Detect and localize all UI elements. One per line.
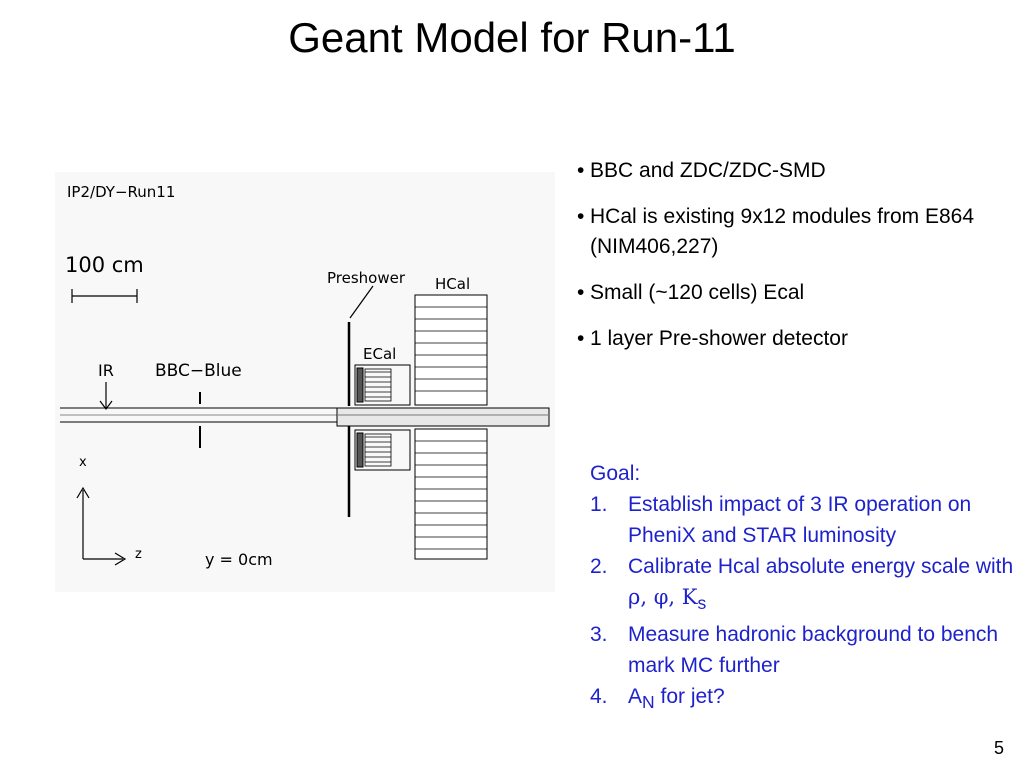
ecal-label: ECal — [363, 345, 396, 363]
axes-icon — [76, 486, 127, 566]
bullet-item: •BBC and ZDC/ZDC-SMD — [577, 159, 826, 182]
bullet-item: •Small (~120 cells) Ecal — [577, 281, 805, 304]
scale-bar — [71, 289, 138, 303]
preshower-label: Preshower — [327, 269, 406, 287]
geant-model-figure: IP2/DY−Run11 100 cm IR BBC−Blue Preshowe… — [55, 172, 555, 592]
slide-title: Geant Model for Run-11 — [288, 14, 736, 61]
goal-item: 3.Measure hadronic background to bench m… — [590, 623, 999, 678]
x-axis-label: x — [79, 455, 87, 470]
goal-item: 1.Establish impact of 3 IR operation on … — [590, 493, 972, 547]
goal-heading: Goal: — [590, 462, 641, 485]
ecal-detector — [354, 364, 411, 471]
bullet-list: •BBC and ZDC/ZDC-SMD •HCal is existing 9… — [577, 156, 1017, 370]
bullet-item: •1 layer Pre-shower detector — [577, 327, 848, 350]
bbc-label: BBC−Blue — [155, 361, 242, 381]
beam-pipe — [60, 407, 550, 427]
scale-label: 100 cm — [65, 253, 144, 277]
y-position-label: y = 0cm — [205, 550, 273, 569]
goal-item: 4.AN for jet? — [590, 685, 725, 713]
page-number: 5 — [993, 738, 1004, 758]
goal-item: 2.Calibrate Hcal absolute energy scale w… — [590, 555, 1014, 614]
goal-section: Goal: 1.Establish impact of 3 IR operati… — [590, 458, 1020, 718]
run-label: IP2/DY−Run11 — [67, 183, 175, 201]
hcal-detector — [414, 294, 488, 560]
preshower-pointer — [349, 285, 374, 319]
z-axis-label: z — [135, 547, 142, 562]
goal-list: 1.Establish impact of 3 IR operation on … — [590, 489, 1020, 718]
bullet-item: •HCal is existing 9x12 modules from E864… — [577, 205, 975, 258]
geant-diagram: IP2/DY−Run11 100 cm IR BBC−Blue Preshowe… — [60, 183, 550, 569]
ir-arrowhead — [99, 400, 113, 410]
ir-label: IR — [98, 361, 114, 380]
hcal-label: HCal — [435, 275, 470, 293]
